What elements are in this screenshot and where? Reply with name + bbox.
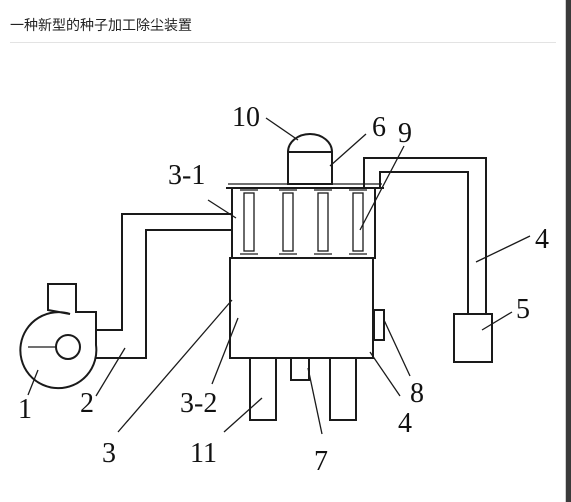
callout-1: 1 xyxy=(18,394,32,425)
callout-5: 5 xyxy=(516,294,530,325)
window-edge xyxy=(566,0,571,502)
intake-pipe xyxy=(96,213,232,359)
filter-chamber xyxy=(226,183,384,259)
callout-9: 9 xyxy=(398,118,412,149)
main-box xyxy=(229,257,374,359)
exhaust-pipe xyxy=(363,157,487,314)
support-legs xyxy=(249,357,357,421)
collection-box xyxy=(453,313,493,363)
callout-3: 3 xyxy=(102,438,116,469)
callout-11: 11 xyxy=(190,438,217,469)
side-window xyxy=(373,309,385,341)
callout-4-pipe: 4 xyxy=(535,224,549,255)
callout-3-2: 3-2 xyxy=(180,388,217,419)
callout-4-bottom: 4 xyxy=(398,408,412,439)
callout-6: 6 xyxy=(372,112,386,143)
page-title: 一种新型的种子加工除尘装置 xyxy=(10,18,192,34)
leader-lines xyxy=(27,117,531,435)
title-divider xyxy=(10,42,556,43)
callout-2: 2 xyxy=(80,388,94,419)
top-motor xyxy=(287,133,333,185)
blower-fan xyxy=(19,283,98,390)
callout-10: 10 xyxy=(232,102,260,133)
callout-7: 7 xyxy=(314,446,328,477)
window-edge-highlight xyxy=(565,0,566,502)
filter-tubes xyxy=(240,189,367,255)
discharge-outlet xyxy=(290,357,310,381)
callout-8: 8 xyxy=(410,378,424,409)
callout-3-1: 3-1 xyxy=(168,160,205,191)
